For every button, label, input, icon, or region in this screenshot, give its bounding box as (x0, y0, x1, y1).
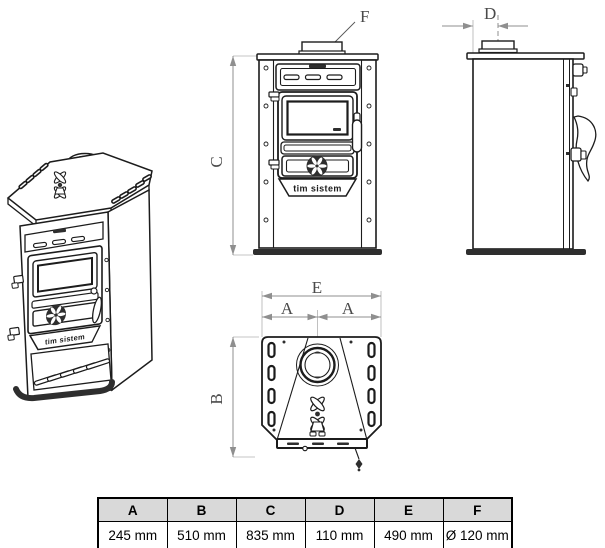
table-value-cell: 110 mm (304, 521, 375, 548)
table-header-cell: F (442, 497, 513, 522)
dim-label-c: C (207, 156, 226, 167)
dimension-a-right: A (317, 299, 381, 321)
stove-body-top (261, 336, 382, 472)
base-plinth-side (466, 249, 586, 255)
top-plate-side (466, 52, 585, 60)
table-header-cell: C (235, 497, 306, 522)
side-view: D (442, 4, 597, 255)
stove-door-front: tim sistem (277, 91, 358, 197)
door-latch-front (351, 112, 363, 153)
dimension-a-left: A (262, 299, 318, 341)
top-plate-front (256, 53, 379, 61)
flue-collar-side (478, 40, 518, 54)
damper-pull-chain (354, 447, 363, 472)
door-handle-side (573, 115, 597, 183)
base-plinth-front (253, 249, 382, 255)
damper-wheel-iso (46, 304, 66, 326)
top-vent-slots-left (18, 162, 49, 190)
dim-label-b: B (207, 393, 226, 404)
stove-body-side (472, 58, 574, 250)
brand-plate-front (277, 178, 358, 197)
brand-text-front: tim sistem (293, 184, 342, 194)
door-handle-iso (90, 287, 103, 324)
front-view: C F (207, 7, 382, 256)
door-glass-front (286, 100, 349, 136)
dimensions-table: A B C D E F 245 mm 510 mm 835 mm 110 mm … (97, 497, 513, 548)
front-strip-top (276, 438, 368, 452)
door-hinges-iso (7, 274, 24, 341)
dim-label-a-left: A (281, 299, 294, 318)
damper-wheel-front (306, 155, 328, 177)
upper-vent-band-front (275, 63, 361, 91)
base-plinth-iso (13, 379, 115, 402)
windmill-logo-icon (53, 171, 67, 199)
table-header-cell: A (97, 497, 168, 522)
dim-label-a-right: A (342, 299, 355, 318)
dimension-c: C (207, 55, 257, 256)
log-shelf-iso (30, 343, 112, 391)
table-value-cell: Ø 120 mm (442, 521, 513, 548)
door-hardware-side (570, 63, 597, 183)
flue-collar-top (296, 343, 339, 387)
flue-collar-front (298, 41, 346, 56)
table-value-row: 245 mm 510 mm 835 mm 110 mm 490 mm Ø 120… (97, 521, 513, 548)
isometric-view: tim sistem (6, 152, 153, 402)
side-slots-top-right (367, 341, 376, 428)
table-value-cell: 245 mm (97, 521, 168, 548)
dim-label-e: E (312, 278, 322, 297)
table-header-cell: B (166, 497, 237, 522)
dimension-e: E (261, 278, 382, 337)
table-header-cell: E (373, 497, 444, 522)
top-vent-slots-right (111, 174, 152, 204)
windmill-logo-icon-top (309, 396, 326, 437)
dim-label-f: F (360, 7, 369, 26)
table-value-cell: 510 mm (166, 521, 237, 548)
table-value-cell: 835 mm (235, 521, 306, 548)
dimension-b: B (207, 336, 259, 458)
top-view: E A A B (207, 278, 382, 472)
table-value-cell: 490 mm (373, 521, 444, 548)
dim-label-d: D (484, 4, 496, 23)
side-slots-top-left (267, 341, 276, 428)
table-header-cell: D (304, 497, 375, 522)
stove-door-iso: tim sistem (27, 245, 103, 351)
door-hinges-front (268, 91, 280, 170)
upper-vent-band-iso (24, 221, 104, 253)
table-header-row: A B C D E F (97, 497, 513, 522)
